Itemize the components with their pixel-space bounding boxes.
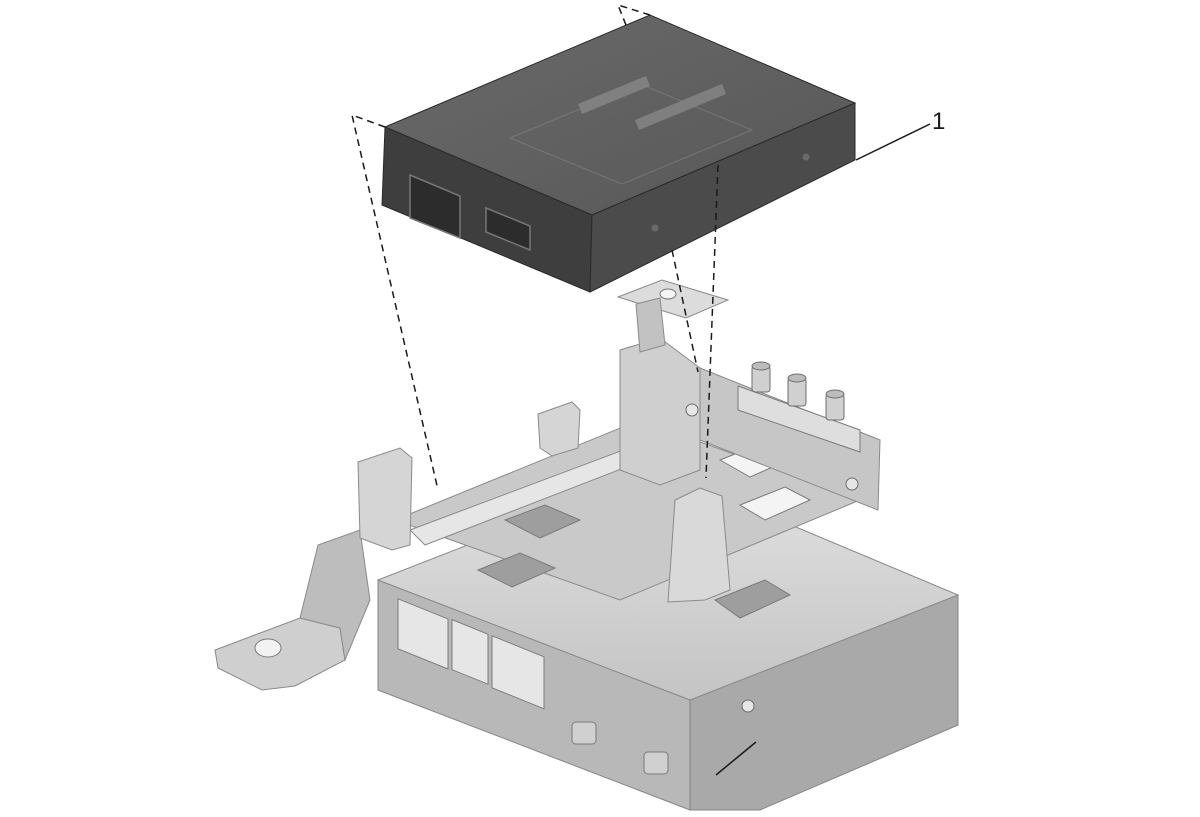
control-module [381, 14, 857, 293]
screw-head [651, 224, 659, 232]
base-connectors [397, 598, 545, 710]
front-coax-connectors [571, 721, 669, 775]
assembly-guide-lines [350, 3, 719, 491]
center-retaining-clip [667, 487, 731, 603]
screw-head [802, 153, 810, 161]
tray-opening [713, 579, 792, 619]
tab-bolt-hole [659, 288, 677, 300]
module-side-face [589, 102, 856, 293]
tab-leg [635, 297, 666, 353]
module-connector-socket [409, 173, 461, 240]
tray-opening [476, 552, 557, 588]
antenna-connector-block [737, 385, 861, 453]
left-retaining-clip [357, 447, 413, 551]
rear-mounting-tab [616, 279, 730, 319]
rear-retaining-clip [537, 401, 581, 457]
left-mounting-foot [214, 617, 346, 691]
left-bracket-leg [299, 529, 371, 662]
screw-head [685, 403, 699, 417]
mounting-bracket [214, 279, 960, 811]
tray-opening [503, 504, 582, 539]
callout-label-1: 1 [932, 108, 946, 135]
antenna-coax-connectors [751, 361, 845, 421]
foot-bolt-hole [254, 638, 282, 658]
module-coax-socket [485, 206, 531, 252]
screw-head [741, 699, 755, 713]
module-label [508, 76, 754, 185]
screw-head [845, 477, 859, 491]
callout-leader-line [855, 123, 931, 161]
tray-opening [738, 486, 812, 521]
base-leader-line [715, 741, 757, 776]
